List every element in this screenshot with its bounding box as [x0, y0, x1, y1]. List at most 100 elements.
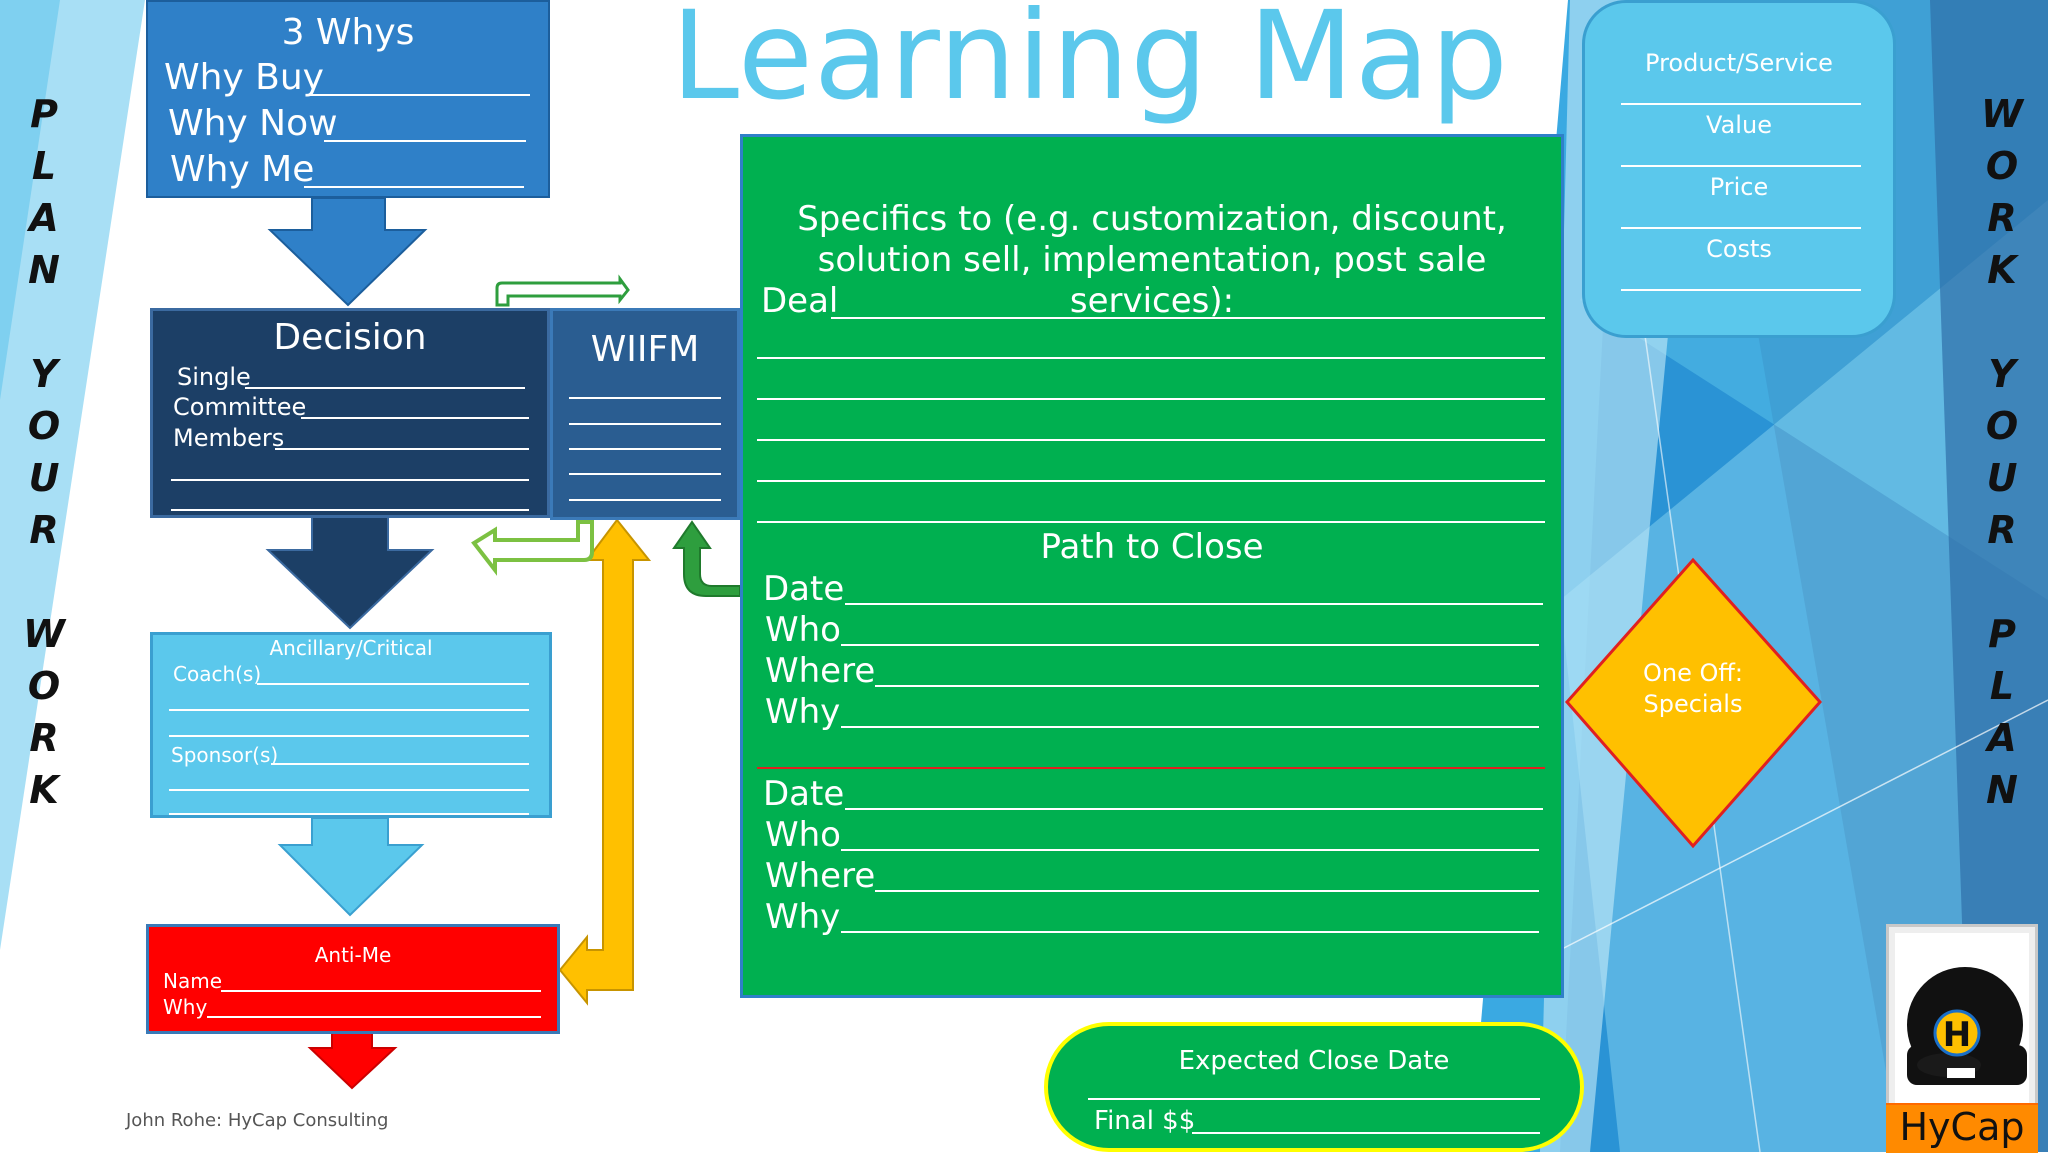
- sponsor-line[interactable]: [169, 789, 529, 791]
- side-letter: L: [31, 144, 57, 188]
- side-letter: L: [1989, 664, 2015, 708]
- product-box: Product/Service Value Price Costs: [1582, 0, 1896, 338]
- wiifm-line[interactable]: [569, 397, 721, 399]
- path1-where-label: Where: [765, 651, 876, 691]
- oneoff-text: One Off: Specials: [1642, 659, 1743, 718]
- path1-why-line[interactable]: [841, 726, 1539, 728]
- decision-down-arrow: [265, 514, 435, 630]
- specifics-box: Specifics to (e.g. customization, discou…: [740, 134, 1564, 998]
- side-letter: W: [23, 612, 65, 656]
- path1-date-line[interactable]: [845, 603, 1543, 605]
- side-letter: O: [1985, 144, 2019, 188]
- product-line[interactable]: [1621, 103, 1861, 105]
- ancillary-box: Ancillary/Critical Coach(s) Sponsor(s): [150, 632, 552, 818]
- path2-date-line[interactable]: [845, 808, 1543, 810]
- side-letter: R: [1987, 196, 2017, 240]
- why-buy-line[interactable]: [308, 94, 530, 96]
- coach-line[interactable]: [257, 683, 529, 685]
- side-letter: Y: [1988, 352, 2016, 396]
- side-letter: P: [1988, 612, 2016, 656]
- product-label: Product/Service: [1645, 49, 1833, 77]
- side-letter: U: [1986, 456, 2018, 500]
- side-letter: R: [29, 508, 59, 552]
- wiifm-line[interactable]: [569, 499, 721, 501]
- close-date-heading: Expected Close Date: [1178, 1046, 1450, 1076]
- decision-heading: Decision: [273, 317, 427, 358]
- ancillary-down-arrow: [277, 817, 425, 917]
- deal-line[interactable]: [757, 439, 1545, 441]
- price-label: Price: [1709, 173, 1769, 201]
- specifics-text: Specifics to (e.g. customization, discou…: [797, 199, 1507, 321]
- whys-box: 3 Whys Why Buy Why Now Why Me: [146, 0, 550, 198]
- path1-where-line[interactable]: [875, 685, 1539, 687]
- price-line[interactable]: [1621, 227, 1861, 229]
- page-title: Learning Map: [671, 0, 1509, 127]
- costs-label: Costs: [1706, 235, 1772, 263]
- wiifm-line[interactable]: [569, 423, 721, 425]
- antime-heading: Anti-Me: [314, 943, 392, 967]
- coach-line[interactable]: [169, 709, 529, 711]
- side-letter: N: [1986, 768, 2018, 812]
- deal-label: Deal: [761, 281, 839, 321]
- close-date-box: Expected Close Date Final $$: [1044, 1022, 1584, 1152]
- deal-line[interactable]: [831, 317, 1545, 319]
- cap-icon: [1907, 967, 2027, 1085]
- decision-members-line[interactable]: [275, 448, 529, 450]
- path2-why-line[interactable]: [841, 931, 1539, 933]
- deal-line[interactable]: [757, 521, 1545, 523]
- path-divider: [757, 767, 1545, 769]
- side-letter: [14, 556, 74, 608]
- decision-committee-label: Committee: [173, 393, 307, 421]
- antime-name-label: Name: [163, 969, 223, 993]
- why-me-label: Why Me: [170, 149, 315, 190]
- side-letter: [14, 296, 74, 348]
- wiifm-line[interactable]: [569, 473, 721, 475]
- side-letter: O: [1985, 404, 2019, 448]
- side-letter: N: [28, 248, 60, 292]
- side-letter: R: [29, 716, 59, 760]
- top-green-arrow: [495, 274, 630, 307]
- side-letter: U: [28, 456, 60, 500]
- deal-line[interactable]: [757, 357, 1545, 359]
- decision-box: Decision Single Committee Members: [150, 308, 550, 518]
- wiifm-box: WIIFM: [550, 308, 740, 520]
- side-letter: A: [29, 196, 59, 240]
- oneoff-diamond: [1565, 557, 1823, 849]
- whys-down-arrow: [267, 197, 428, 307]
- right-side-text: W O R K Y O U R P L A N: [1972, 88, 2032, 816]
- path2-where-line[interactable]: [875, 890, 1539, 892]
- path-heading: Path to Close: [1040, 527, 1264, 567]
- path2-where-label: Where: [765, 856, 876, 896]
- decision-blank-line[interactable]: [171, 509, 529, 511]
- gold-arrow: [558, 518, 652, 1006]
- logo-letter: H: [1942, 1015, 1972, 1055]
- footer-credit: John Rohe: HyCap Consulting: [126, 1110, 389, 1131]
- deal-line[interactable]: [757, 480, 1545, 482]
- wiifm-line[interactable]: [569, 448, 721, 450]
- coach-line[interactable]: [169, 735, 529, 737]
- final-line[interactable]: [1192, 1132, 1540, 1134]
- antime-box: Anti-Me Name Why: [146, 924, 560, 1034]
- why-now-line[interactable]: [324, 140, 526, 142]
- path2-date-label: Date: [763, 774, 845, 814]
- sponsor-line[interactable]: [271, 763, 529, 765]
- decision-committee-line[interactable]: [301, 417, 529, 419]
- close-date-line[interactable]: [1088, 1098, 1540, 1100]
- coach-label: Coach(s): [173, 662, 262, 686]
- path1-who-line[interactable]: [841, 644, 1539, 646]
- costs-line[interactable]: [1621, 289, 1861, 291]
- antime-name-line[interactable]: [221, 990, 541, 992]
- value-line[interactable]: [1621, 165, 1861, 167]
- value-label: Value: [1706, 111, 1772, 139]
- sponsor-line[interactable]: [169, 813, 529, 815]
- decision-blank-line[interactable]: [171, 479, 529, 481]
- why-now-label: Why Now: [168, 103, 338, 144]
- side-letter: Y: [30, 352, 58, 396]
- decision-single-line[interactable]: [245, 387, 525, 389]
- antime-why-line[interactable]: [207, 1016, 541, 1018]
- why-me-line[interactable]: [304, 186, 524, 188]
- wiifm-heading: WIIFM: [590, 329, 700, 370]
- hycap-logo: H HyCap: [1886, 924, 2038, 1153]
- path2-who-line[interactable]: [841, 849, 1539, 851]
- deal-line[interactable]: [757, 398, 1545, 400]
